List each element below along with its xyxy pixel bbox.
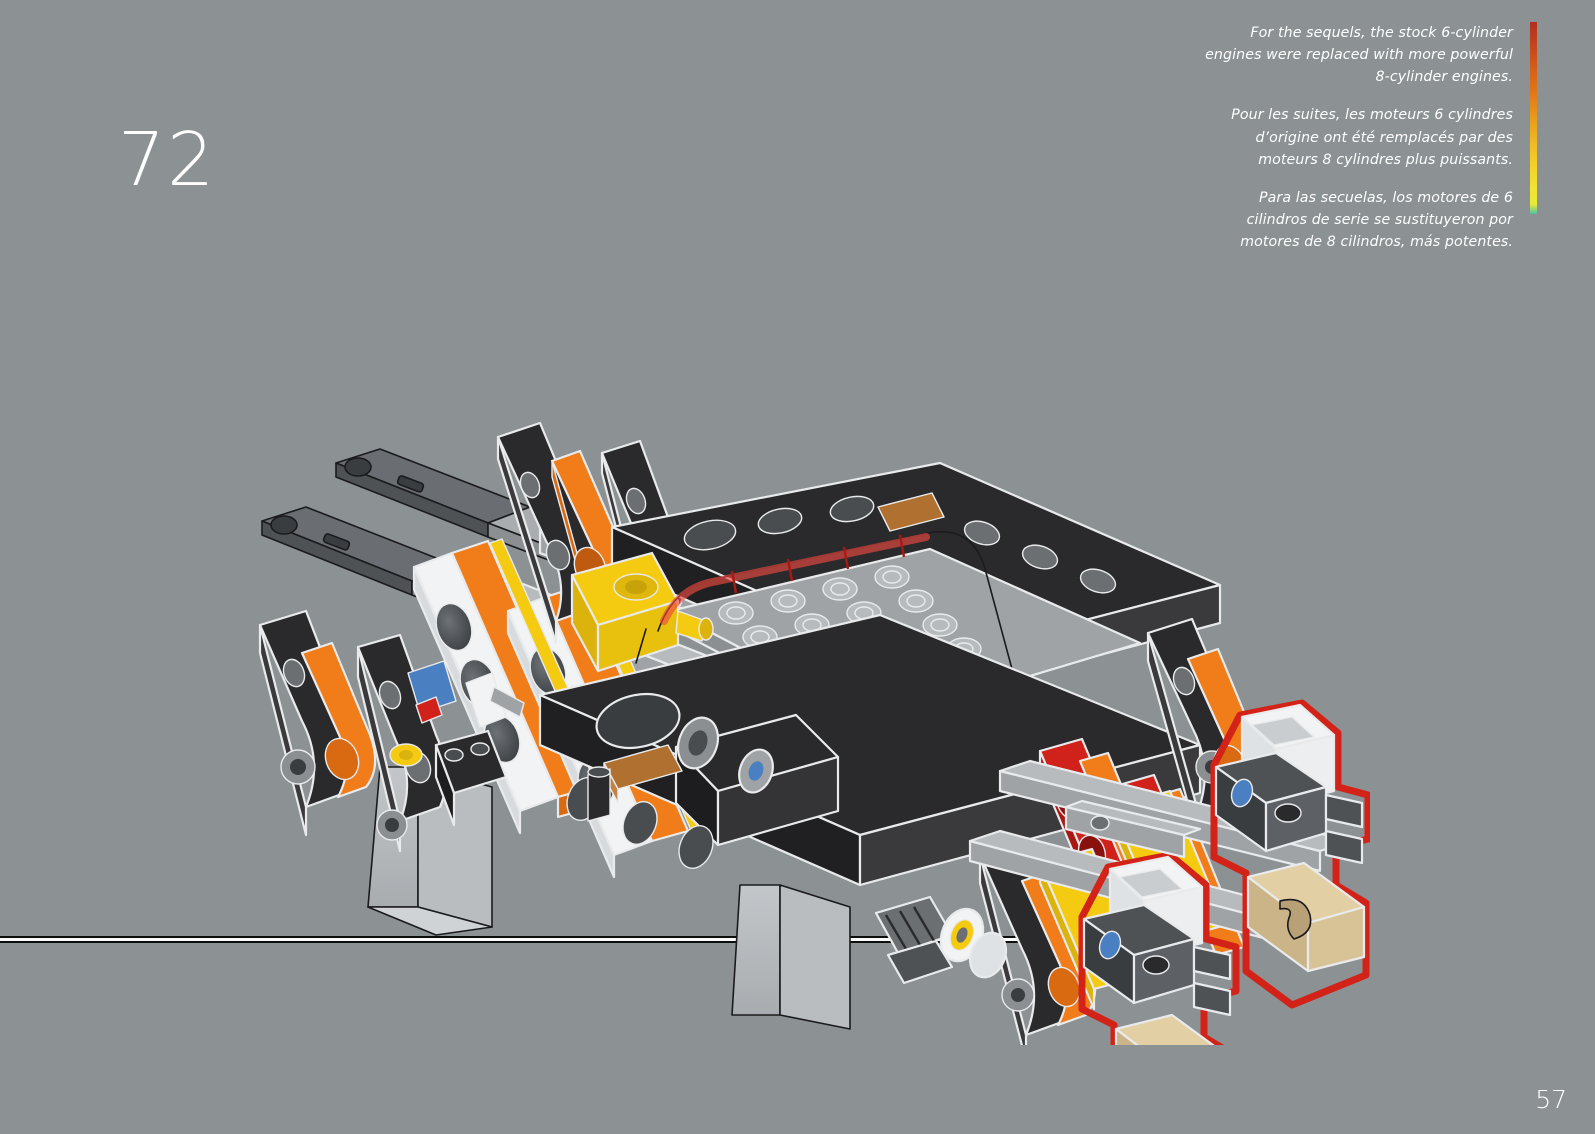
new-part-upper [1210,699,1370,1009]
lego-model-illustration: .ol { stroke:#e8eaec; stroke-width:2.2; … [240,415,1370,1045]
bracket-black-lower-left [434,729,508,827]
assembly-direction-line [0,936,1110,943]
grille-detail [874,895,954,985]
caption-block: For the sequels, the stock 6-cylinder en… [1203,22,1513,253]
step-number: 72 [118,117,217,203]
caption-french: Pour les suites, les moteurs 6 cylindres… [1231,107,1513,168]
shock-absorber-orange-lower [300,641,377,799]
accent-gradient-bar [1530,22,1537,214]
cylinder-yellow-front [570,551,714,673]
rear-shock-orange-lower [1020,869,1097,1027]
page-number: 57 [1535,1085,1567,1114]
rail-connectors-right [1064,799,1202,859]
hub-assembly-front [595,693,774,794]
hub-assembly-rear [939,907,1008,979]
caption-spanish: Para las secuelas, los motores de 6 cili… [1240,189,1513,251]
newly-added-parts-group [1078,699,1370,1045]
small-accent-parts-left [389,660,525,767]
caption-english: For the sequels, the stock 6-cylinder en… [1205,25,1513,86]
support-stand-right [731,884,851,1030]
new-part-lower [1078,851,1240,1045]
